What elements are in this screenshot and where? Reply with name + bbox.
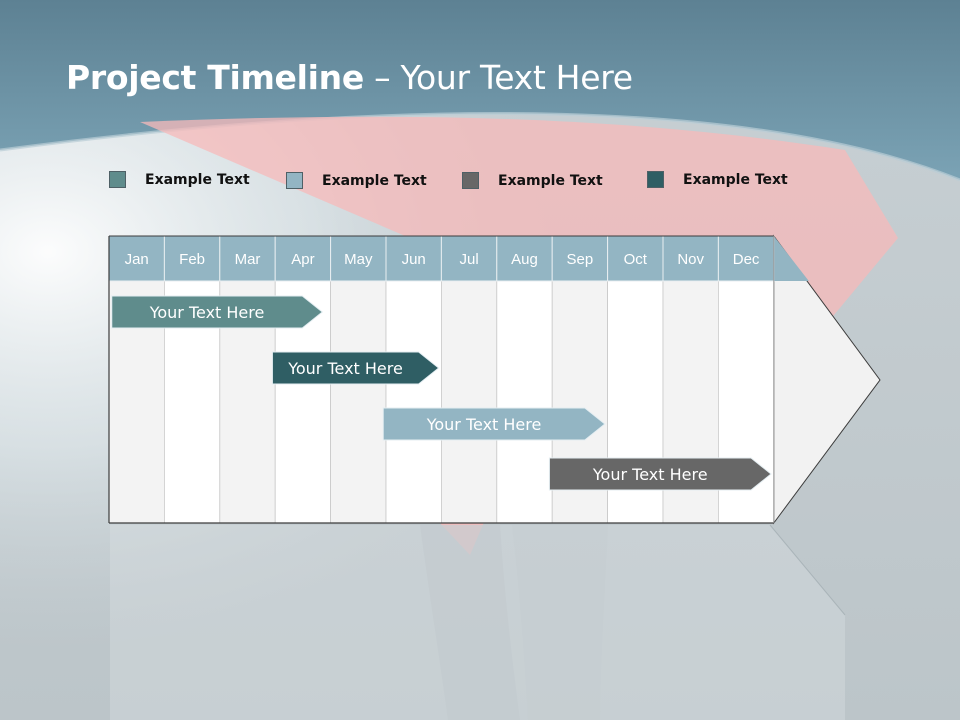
month-column [330, 280, 387, 524]
month-header-cell [385, 235, 442, 282]
month-label: Aug [511, 251, 538, 268]
task-arrow [548, 457, 772, 491]
legend-item: Example Text [286, 172, 427, 189]
month-label: May [344, 251, 373, 268]
legend-swatch [647, 171, 664, 188]
task-arrow [111, 295, 324, 329]
month-label: Sep [567, 251, 594, 268]
timeline-arrow-header [773, 236, 809, 281]
legend-swatch [286, 172, 303, 189]
task-label: Your Text Here [149, 303, 265, 322]
title-bold: Project Timeline [66, 58, 364, 97]
month-header-cell [440, 235, 498, 282]
month-label: Apr [291, 251, 314, 268]
month-column [440, 280, 498, 524]
month-column [385, 280, 442, 524]
legend-label: Example Text [498, 172, 603, 189]
month-header-cell [274, 235, 332, 282]
month-label: Oct [624, 251, 648, 268]
legend-label: Example Text [322, 172, 427, 189]
month-label: Feb [179, 251, 205, 268]
legend-item: Example Text [109, 171, 250, 188]
task-label: Your Text Here [287, 359, 403, 378]
month-label: Mar [235, 251, 261, 268]
task-label: Your Text Here [592, 465, 708, 484]
month-label: Jul [460, 251, 479, 268]
legend-swatch [109, 171, 126, 188]
month-header-cell [108, 235, 165, 282]
legend-label: Example Text [683, 171, 788, 188]
month-header-cell [330, 235, 387, 282]
month-label: Jan [125, 251, 149, 268]
month-label: Jun [402, 251, 426, 268]
task-label: Your Text Here [426, 415, 542, 434]
month-label: Nov [677, 251, 704, 268]
title-rest: – Your Text Here [363, 58, 633, 97]
legend-item: Example Text [462, 172, 603, 189]
legend-item: Example Text [647, 171, 788, 188]
legend-swatch [462, 172, 479, 189]
legend-label: Example Text [145, 171, 250, 188]
month-label: Dec [733, 251, 760, 268]
task-arrow [382, 407, 606, 441]
month-header-cell [219, 235, 276, 282]
task-arrow [271, 351, 440, 385]
month-header-cell [662, 235, 719, 282]
page-title: Project Timeline – Your Text Here [66, 58, 633, 97]
month-column [496, 280, 553, 524]
